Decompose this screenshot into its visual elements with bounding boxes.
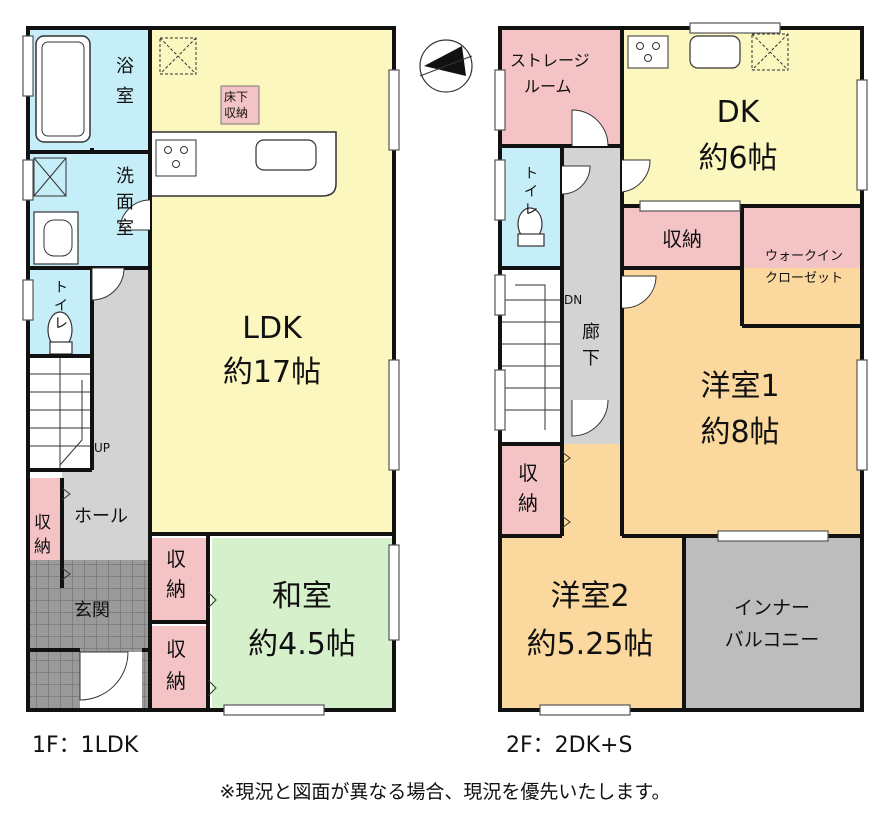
- ldk-room: [150, 28, 394, 534]
- toilet-label-1f-b: イ: [54, 298, 68, 314]
- stairs-dn-label: DN: [564, 293, 582, 307]
- entrance-label: 玄関: [74, 600, 110, 621]
- vanity-sink: [33, 211, 79, 265]
- room2-name-label: 洋室2: [550, 579, 629, 614]
- storage-dk-room: [624, 208, 742, 268]
- bath-char-a: 浴: [116, 56, 134, 77]
- wash-label-1: 洗: [116, 166, 134, 187]
- balcony: [684, 538, 862, 710]
- room2-top: [562, 444, 622, 536]
- underfloor-label-a: 床下: [224, 90, 248, 104]
- washer-cross: [33, 157, 67, 197]
- walkin-label-b: クローゼット: [765, 271, 843, 286]
- dk-name-label: DK: [717, 95, 761, 130]
- storage-room2: [500, 444, 562, 534]
- toilet-label-1f-a: ト: [54, 280, 68, 296]
- room1-name-label: 洋室1: [700, 369, 779, 404]
- ceiling-vent-1f: [159, 37, 197, 75]
- floor1-caption: 1F：1LDK: [32, 733, 139, 758]
- ceiling-vent-2f: [751, 33, 789, 71]
- stove-1f: [155, 139, 197, 177]
- stairs-up-label: UP: [94, 441, 110, 455]
- toilet-2f-label-b: イ: [524, 184, 538, 200]
- stove-2f: [627, 35, 669, 69]
- sink-1f: [255, 139, 317, 171]
- walkin-label-a: ウォークイン: [765, 249, 843, 264]
- bath-char-b: 室: [116, 86, 134, 107]
- bathtub: [35, 35, 91, 143]
- toilet-tank-2f: [517, 233, 545, 247]
- washitsu-name-label: 和室: [272, 579, 332, 614]
- bath-label-2: 室: [116, 86, 134, 107]
- entrance-floor: [28, 560, 150, 650]
- storage-room2-label-b: 納: [518, 491, 538, 515]
- storage-b-room: [152, 626, 208, 710]
- underfloor-box: [220, 85, 260, 125]
- storage-a-label-a: 収: [166, 547, 186, 571]
- balcony-label-a: インナー: [734, 597, 810, 619]
- vanity-bowl: [43, 219, 73, 257]
- disclaimer-note: ※現況と図面が異なる場合、現況を優先いたします。: [219, 781, 670, 803]
- windows-2f: [494, 22, 868, 716]
- floor1-plan: 浴 室 洗 面 室 ト イ レ UP ホール 収 納 玄関 床下 収納 LDK …: [22, 26, 400, 758]
- corridor-label-b: 下: [582, 348, 600, 369]
- ceiling-vent-cross: [159, 37, 197, 75]
- stairs-lines-1f: [28, 356, 92, 470]
- doors-2f: [561, 109, 657, 437]
- ldk-size-label: 約17帖: [223, 355, 321, 390]
- toilet-2f-label-a: ト: [524, 166, 538, 182]
- storage-a-label-b: 納: [166, 577, 186, 601]
- balcony-label-b: バルコニー: [725, 629, 820, 651]
- washer-box: [33, 157, 67, 197]
- floor2-plan: ストレージ ルーム DK 約6帖 ト イ レ 収納 ウォークイン クローゼット …: [494, 22, 868, 758]
- storage-room2-label-a: 収: [518, 461, 538, 485]
- storage-a-room: [152, 538, 208, 620]
- entrance-door-area: [80, 652, 142, 710]
- toilet-tank-1f: [49, 341, 73, 355]
- toilet-2f: [500, 146, 562, 268]
- storage-door-marks-1f: [61, 487, 217, 697]
- storage-room-label-a: ストレージ: [510, 51, 590, 70]
- bath-label-1: 浴: [116, 56, 134, 77]
- hall-storage-label-a: 収: [34, 513, 51, 533]
- toilet-label-1f-c: レ: [54, 316, 68, 332]
- room2: [500, 536, 684, 710]
- washitsu-room: [212, 538, 394, 710]
- hall-lower: [62, 470, 150, 560]
- storage-b-label-a: 収: [166, 637, 186, 661]
- room1-size-label: 約8帖: [700, 415, 779, 450]
- dk-size-label: 約6帖: [698, 141, 777, 176]
- sink-2f: [689, 35, 741, 69]
- ldk-name-label: LDK: [242, 311, 303, 346]
- stairs-2f: [500, 268, 562, 444]
- doors-1f: [79, 199, 151, 701]
- stairs-lines-2f: [500, 284, 562, 430]
- room2-size-label: 約5.25帖: [527, 627, 654, 662]
- toilet-2f-label-c: レ: [524, 202, 538, 218]
- bathtub-inner: [41, 41, 85, 137]
- corridor-2f: [562, 146, 622, 444]
- hall-storage-label-b: 納: [34, 537, 51, 557]
- wash-label-3: 室: [116, 218, 134, 239]
- storage-b-label-b: 納: [166, 669, 186, 693]
- storage-door-marks-2f: [561, 451, 571, 529]
- compass-icon: [419, 39, 473, 93]
- floor2-caption: 2F：2DK+S: [506, 733, 632, 758]
- underfloor-label-b: 収納: [224, 106, 248, 120]
- storage-dk-label: 収納: [662, 227, 702, 251]
- windows-1f: [22, 35, 400, 716]
- hall-label: ホール: [74, 506, 128, 527]
- washitsu-size-label: 約4.5帖: [248, 627, 356, 662]
- wash-label-2: 面: [116, 192, 134, 213]
- corridor-label-a: 廊: [582, 322, 600, 343]
- storage-room-label-b: ルーム: [524, 77, 572, 96]
